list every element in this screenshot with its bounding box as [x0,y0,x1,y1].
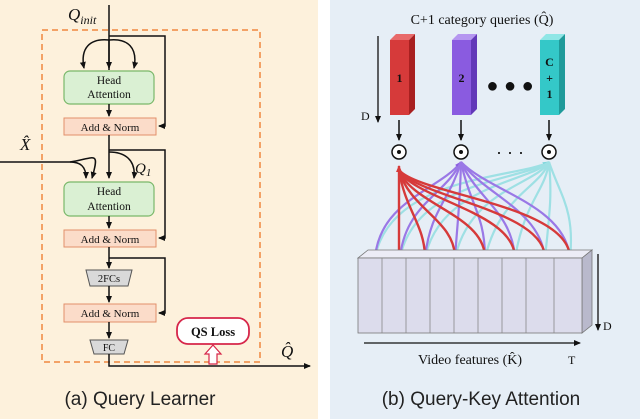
query-bar-2: 2 [452,34,477,115]
dot-product-c-icon [541,144,557,160]
query-c1-label-line3: 1 [547,87,553,101]
ellipsis-queries: ● ● ● [486,75,533,97]
attention-arcs-cyan [373,161,572,259]
caption-a: (a) Query Learner [64,389,216,410]
residual-2 [109,149,166,241]
video-features-block [356,249,594,334]
qs-loss-box [176,317,250,345]
panel-query-learner: Qinit Head Attention Add & Norm X̂ Q1 He… [0,0,318,419]
qs-loss-arrow-icon [203,344,223,365]
head-attention-2-line1: Head [97,186,122,198]
panel-a-background [0,0,318,419]
residual-3 [109,257,166,316]
ellipsis-dots: · · · [496,142,524,162]
add-norm-3 [63,303,157,323]
q1-label: Q1 [135,161,151,179]
d-axis-left-label: D [361,109,370,123]
query-c1-label-line2: + [546,71,553,85]
add-norm-1-label: Add & Norm [81,122,140,134]
dot-product-2-icon [453,144,469,160]
add-norm-2 [63,229,157,248]
query-2-label: 2 [459,71,465,85]
query-bar-1: 1 [390,34,415,115]
fc-block [89,339,129,355]
q-hat-output-label: Q̂ [281,342,293,361]
x-hat-branch [69,157,97,179]
two-fcs-label: 2FCs [98,274,120,285]
panel-query-key-attention: C+1 category queries (Q̂) D 1 2 C + 1 ● … [330,0,640,419]
fc-label: FC [103,343,116,354]
caption-b: (b) Query-Key Attention [382,389,581,410]
query-1-label: 1 [397,71,403,85]
head-attention-2-line2: Attention [87,201,131,213]
dashed-boundary [41,29,261,363]
add-norm-1 [63,117,157,136]
q-init-label: Qinit [68,5,97,27]
q-branch-left [79,39,110,69]
queries-title: C+1 category queries (Q̂) [411,11,554,28]
q-hat-output-line [108,354,311,369]
x-hat-label: X̂ [19,135,31,154]
query-bar-c-plus-1: C + 1 [540,34,565,115]
two-fcs-block [85,269,133,287]
query-c1-label-line1: C [545,55,554,69]
q-branch-right [108,39,139,69]
video-features-label: Video features (K̂) [418,351,522,368]
residual-1 [109,35,166,129]
dot-product-1-icon [391,144,407,160]
attention-arcs-red [396,165,572,259]
add-norm-2-label: Add & Norm [81,234,140,246]
t-axis-label: T [568,353,576,367]
q1-branch [108,151,138,179]
d-axis-right-label: D [603,319,612,333]
qs-loss-label: QS Loss [191,325,235,339]
head-attention-1-line2: Attention [87,89,131,101]
add-norm-3-label: Add & Norm [81,308,140,320]
head-attention-1-line1: Head [97,75,122,87]
